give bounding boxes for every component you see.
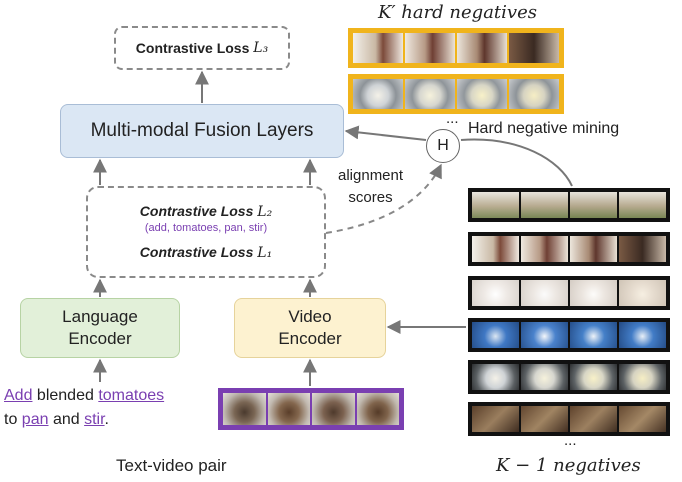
hard-negative-video-2 <box>348 74 564 114</box>
positive-video-clip <box>218 388 404 430</box>
negatives-caption: K − 1 negatives <box>496 455 641 476</box>
contrastive-loss-1: Contrastive Loss L₁ <box>139 244 273 261</box>
negative-video-1 <box>468 188 670 222</box>
video-encoder: Video Encoder <box>234 298 386 358</box>
negative-video-5 <box>468 360 670 394</box>
ellipsis-bottom: ... <box>564 432 577 449</box>
negative-video-3 <box>468 276 670 310</box>
alignment-scores-label: alignment scores <box>338 167 404 206</box>
contrastive-loss-2: Contrastive Loss L₂ <box>139 203 273 220</box>
negative-video-2 <box>468 232 670 266</box>
hard-negative-mining-node: H <box>426 129 460 163</box>
text-video-pair-caption: Text-video pair <box>116 456 227 475</box>
text-query: Add blended tomatoes to pan and stir. <box>4 387 165 428</box>
hard-negatives-title: K′ hard negatives <box>378 2 537 23</box>
hard-negative-video-1 <box>348 28 564 68</box>
contrastive-loss-3: Contrastive Loss L₃ <box>114 26 290 70</box>
multimodal-fusion-layers: Multi-modal Fusion Layers <box>60 104 344 158</box>
hard-negative-mining-label: Hard negative mining <box>468 120 620 137</box>
language-encoder: Language Encoder <box>20 298 180 358</box>
ellipsis-top: ... <box>446 110 459 127</box>
loss2-tokens: (add, tomatoes, pan, stir) <box>144 222 268 234</box>
negative-video-4 <box>468 318 670 352</box>
negative-video-6 <box>468 402 670 436</box>
contrastive-loss-1-2: Contrastive Loss L₂ (add, tomatoes, pan,… <box>86 186 326 278</box>
